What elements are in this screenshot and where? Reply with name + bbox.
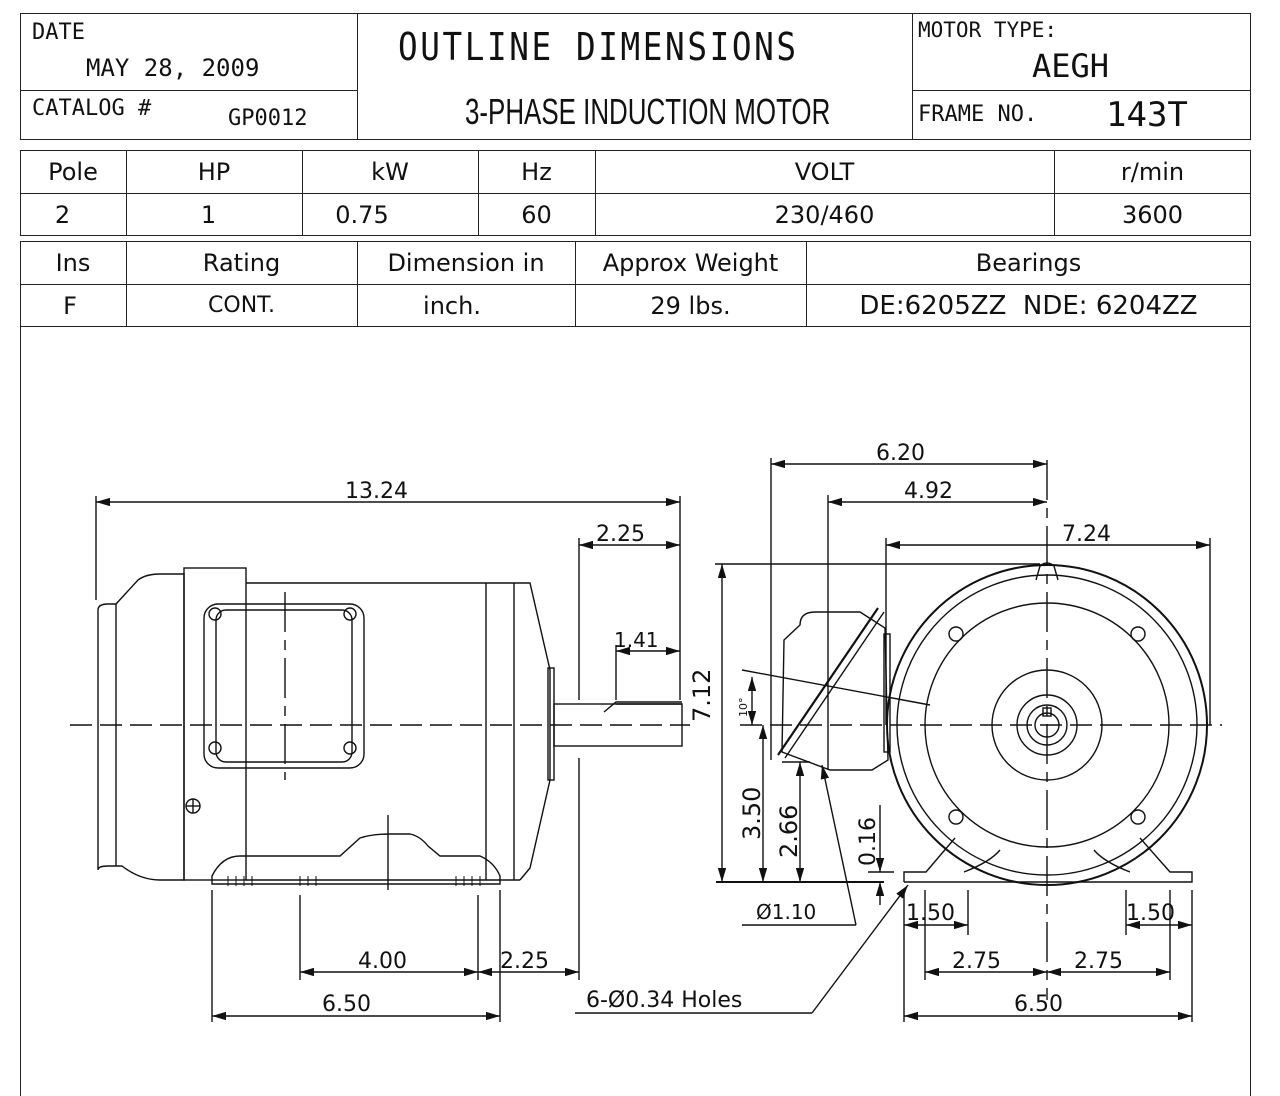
page-subtitle: 3-PHASE INDUCTION MOTOR xyxy=(465,91,831,132)
dim-foot-edge-left: 1.50 xyxy=(906,901,955,926)
divider xyxy=(357,13,358,140)
title-block xyxy=(20,13,1251,140)
dim-overall-height: 7.12 xyxy=(688,668,716,722)
divider xyxy=(357,241,358,327)
value-volt: 230/460 xyxy=(774,200,875,229)
dim-foot-hole-spacing: 4.00 xyxy=(358,949,407,974)
dim-shaft-shoulder-to-hole: 2.25 xyxy=(500,949,549,974)
side-view xyxy=(70,496,690,1022)
header-ins: Ins xyxy=(55,248,91,277)
value-hp: 1 xyxy=(200,200,217,229)
dim-box-bottom-height: 2.66 xyxy=(775,804,803,858)
frame-value: 143T xyxy=(1106,95,1188,135)
divider xyxy=(912,13,913,140)
value-kw: 0.75 xyxy=(335,200,389,229)
dim-foot-edge-right: 1.50 xyxy=(1126,901,1175,926)
divider xyxy=(912,90,1251,91)
header-dimension: Dimension in xyxy=(387,248,545,277)
header-hp: HP xyxy=(197,157,231,186)
divider xyxy=(126,150,127,236)
header-bearings: Bearings xyxy=(975,248,1082,277)
divider xyxy=(575,241,576,327)
dim-shaft-height: 3.50 xyxy=(738,786,766,840)
header-rpm: r/min xyxy=(1120,157,1185,186)
divider xyxy=(20,284,1251,285)
holes-note: 6-Ø0.34 Holes xyxy=(586,988,743,1013)
divider xyxy=(806,241,807,327)
frame-label: FRAME NO. xyxy=(918,102,1038,127)
drawing-frame xyxy=(20,326,1251,1096)
divider xyxy=(126,241,127,327)
value-rating: CONT. xyxy=(208,293,275,318)
value-bearings: DE:6205ZZ NDE: 6204ZZ xyxy=(859,290,1198,321)
motor-type-label: MOTOR TYPE: xyxy=(918,18,1058,42)
value-pole: 2 xyxy=(54,200,71,229)
dim-box-to-center: 6.20 xyxy=(876,441,925,466)
date-value: MAY 28, 2009 xyxy=(86,54,260,82)
header-kw: kW xyxy=(371,157,409,186)
header-pole: Pole xyxy=(48,157,98,186)
dim-shaft-extension: 2.25 xyxy=(596,522,645,547)
value-rpm: 3600 xyxy=(1121,200,1184,229)
catalog-value: GP0012 xyxy=(228,106,308,131)
dim-hole-half-left: 2.75 xyxy=(952,949,1001,974)
dim-overall-length: 13.24 xyxy=(345,479,408,504)
divider xyxy=(1054,150,1055,236)
value-dimension: inch. xyxy=(423,291,481,320)
value-hz: 60 xyxy=(521,200,552,229)
header-hz: Hz xyxy=(521,157,552,186)
dim-shaft-diameter: Ø1.10 xyxy=(756,900,817,924)
divider xyxy=(302,150,303,236)
catalog-label: CATALOG # xyxy=(32,96,152,121)
dim-foot-length: 6.50 xyxy=(322,992,371,1017)
value-weight: 29 lbs. xyxy=(650,291,731,320)
page-title: OUTLINE DIMENSIONS xyxy=(398,25,799,69)
header-weight: Approx Weight xyxy=(602,248,779,277)
dim-frame-diameter: 7.24 xyxy=(1062,522,1111,547)
divider xyxy=(595,150,596,236)
date-label: DATE xyxy=(32,20,85,45)
divider xyxy=(478,150,479,236)
dim-box-angle: 10° xyxy=(737,697,750,718)
end-view xyxy=(575,458,1222,1022)
dim-keyway-length: 1.41 xyxy=(614,628,659,652)
dim-box-face-to-center: 4.92 xyxy=(904,479,953,504)
motor-type-value: AEGH xyxy=(1032,47,1110,85)
divider xyxy=(20,90,357,91)
header-rating: Rating xyxy=(202,248,281,277)
dim-foot-thickness: 0.16 xyxy=(856,817,881,866)
header-volt: VOLT xyxy=(794,157,855,186)
dim-foot-width: 6.50 xyxy=(1014,992,1063,1017)
value-ins: F xyxy=(63,291,77,320)
divider xyxy=(20,193,1251,194)
dim-hole-half-right: 2.75 xyxy=(1074,949,1123,974)
